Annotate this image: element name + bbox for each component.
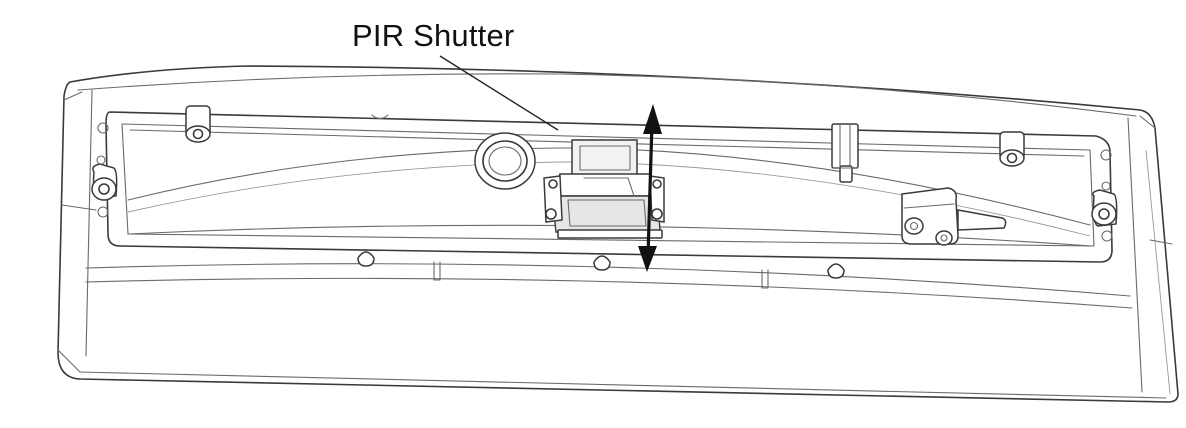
screw-boss-right-side [1091,149,1118,242]
round-lens [474,132,536,190]
arrow-head-down [638,246,657,272]
callout-leader-line [439,55,559,131]
arrow-head-up [643,104,662,134]
top-notch [371,114,389,120]
screw-boss-left-top [185,105,211,143]
screw-boss-left-side [91,122,118,218]
switch-block [901,187,1007,246]
lower-bosses [357,251,845,289]
pir-shutter-label: PIR Shutter [352,18,515,53]
pir-shutter [543,139,665,239]
double-arrow [638,104,662,272]
latch-clip [831,123,859,183]
housing-outer [57,65,1179,403]
housing-lower-panel [85,263,1133,309]
screw-boss-right-top [999,131,1025,167]
